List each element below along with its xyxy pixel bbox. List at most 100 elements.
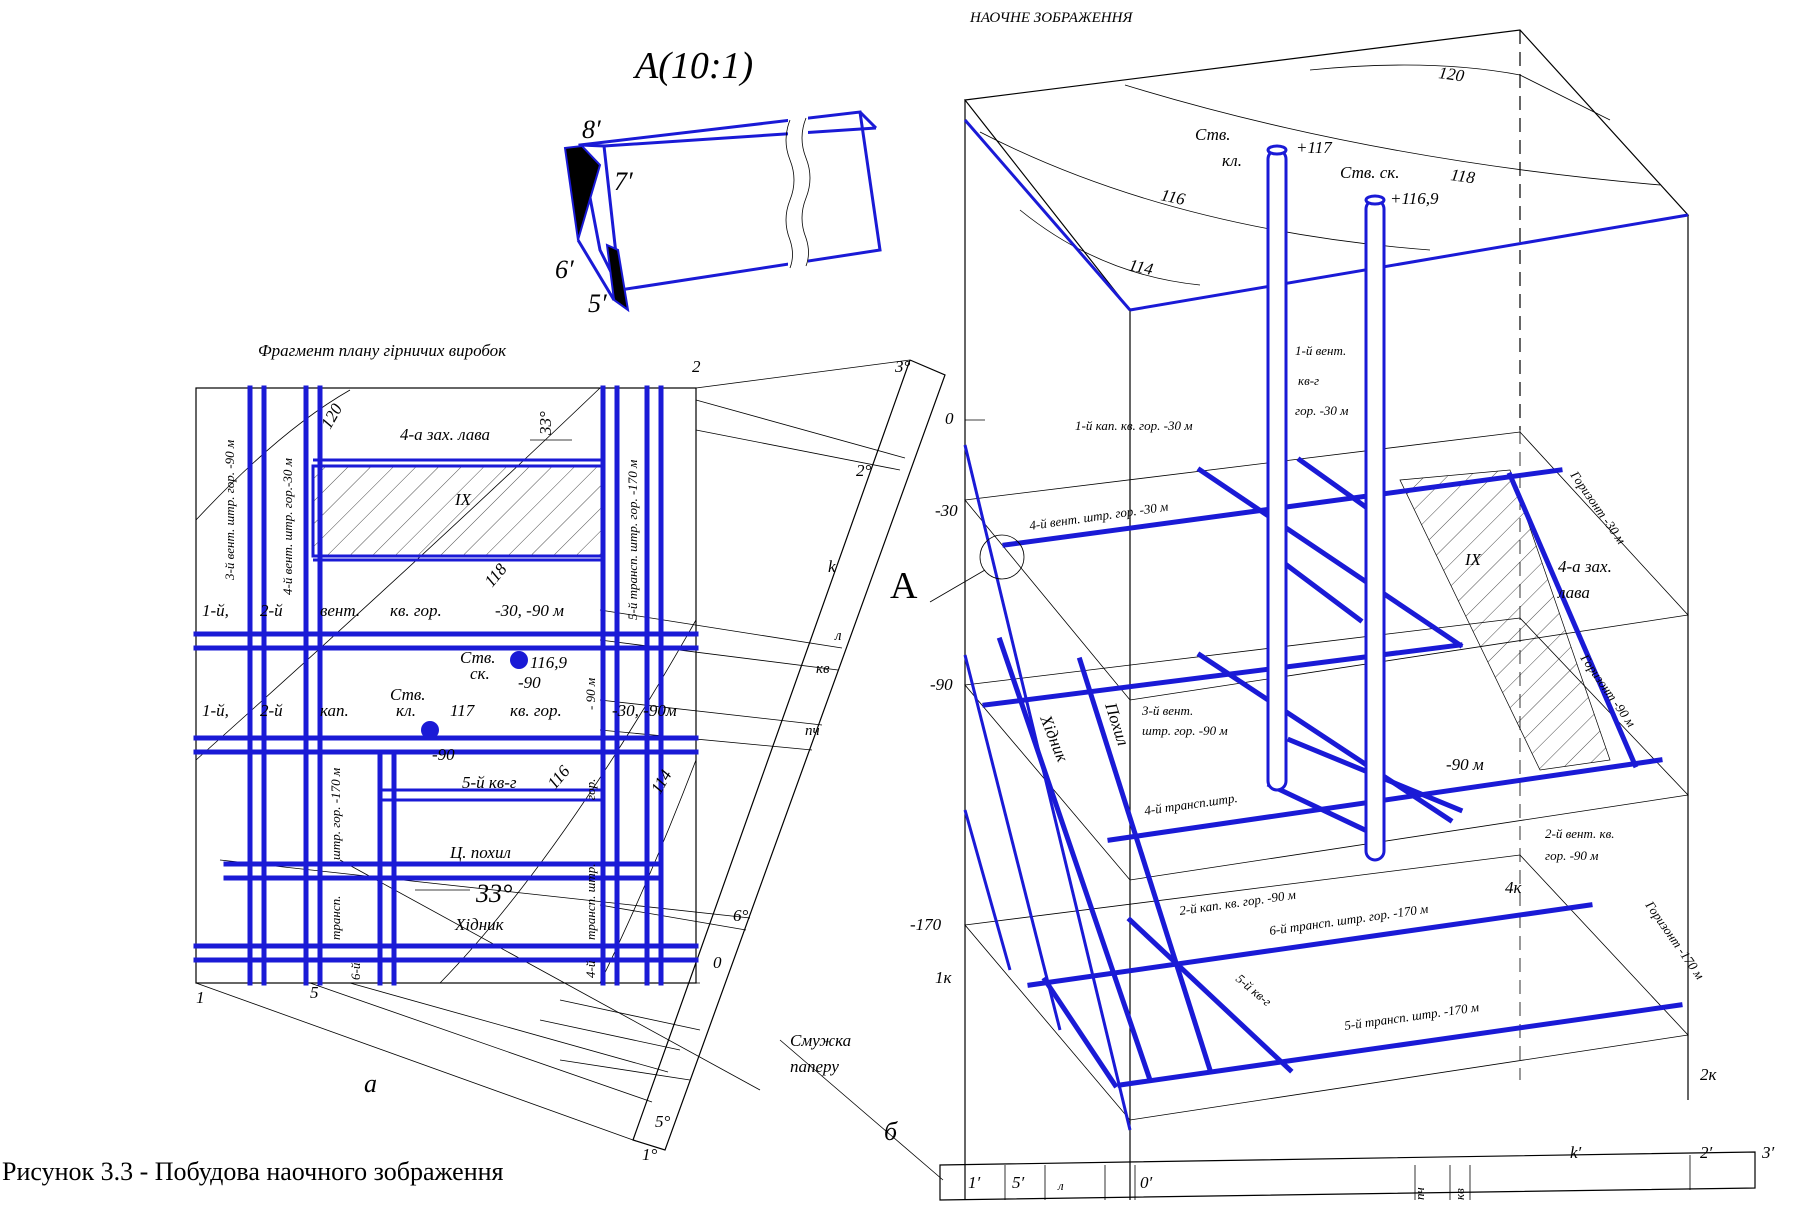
detail-pt-7: 7′ <box>614 167 633 196</box>
view-level-170: -170 <box>910 915 942 934</box>
view-box <box>963 29 1690 1200</box>
view-level-2k: 2к <box>1700 1065 1718 1084</box>
view-shaft-kl-2: кл. <box>1222 151 1242 170</box>
plan-lava: 4-а зах. лава <box>400 425 490 444</box>
plan-contour-118 <box>195 387 601 761</box>
view-strip-label-1: Смужка <box>790 1031 851 1050</box>
plan-kv5: 5-й кв-г <box>462 773 517 792</box>
detail-wedge-top <box>563 144 602 241</box>
plan-corner-1: 1 <box>196 988 205 1007</box>
view-hor170: Горизонт -170 м <box>1642 897 1708 982</box>
view-title: НАОЧНЕ ЗОБРАЖЕННЯ <box>969 10 1133 26</box>
plan-contour-120 <box>195 389 351 521</box>
view-shaft-kl-1: Ств. <box>1195 125 1231 144</box>
view-sublabel: б <box>884 1117 898 1146</box>
plan-strip-l: л <box>834 628 842 644</box>
view-strip-mark-1: 1′ <box>968 1173 981 1192</box>
plan-v-trans: трансп. <box>328 896 343 940</box>
view-contour-116-label: 116 <box>1159 185 1187 209</box>
plan-shaft-sk <box>510 651 528 669</box>
view-strip-mark-5: 5′ <box>1012 1173 1025 1192</box>
view-level-90: -90 <box>930 675 953 694</box>
plan-strip-pch: пч <box>805 723 820 739</box>
view-trans5: 5-й трансп. штр. -170 м <box>1343 999 1480 1033</box>
plan-sublabel: а <box>364 1069 377 1098</box>
view-contour-114-label: 114 <box>1127 255 1155 279</box>
view-level-0: 0 <box>945 409 954 428</box>
plan-v-mid: штр. гор. -170 м <box>328 768 343 860</box>
plan-contour-114-label: 114 <box>647 766 676 797</box>
plan-panel-ix <box>311 464 605 558</box>
view-marker-a <box>979 534 1025 580</box>
plan-v-6: 6-й <box>348 962 363 980</box>
view-contour-118-label: 118 <box>1449 165 1476 187</box>
plan-v-left1: 3-й вент. штр. гор. -90 м <box>222 440 237 581</box>
view-level-4k: 4к <box>1505 878 1523 897</box>
plan-row1-b: 2-й <box>260 601 283 620</box>
plan-row1-a: 1-й, <box>202 601 229 620</box>
plan-angle-top: 33° <box>536 411 555 436</box>
view-lava-1: 4-а зах. <box>1558 557 1612 576</box>
plan-row2-b: 2-й <box>260 701 283 720</box>
view-level-1k: 1к <box>935 968 953 987</box>
plan-shaft-sk-3: 116,9 <box>530 653 567 672</box>
plan-shaft-kl-4: -90 <box>432 745 455 764</box>
view-level-30: -30 <box>935 501 958 520</box>
view-strip-mark-l: л <box>1057 1178 1064 1193</box>
view-strip-mark-kv: кв <box>1452 1188 1467 1200</box>
plan-v-gor: гор. <box>583 779 598 800</box>
plan-paper-strip <box>632 359 946 1151</box>
view-marker-a-label: A <box>890 565 918 607</box>
plan-v-90: - 90 м <box>583 678 598 710</box>
view-horizon-170 <box>963 444 1683 1131</box>
plan-horizontal-workings <box>193 458 699 963</box>
plan-corner-2deg: 2° <box>856 461 872 480</box>
detail-pt-6: 6′ <box>555 255 574 284</box>
plan-corner-1deg: 1° <box>642 1145 658 1164</box>
plan-title: Фрагмент плану гірничих виробок <box>258 341 507 360</box>
view-vent3-2: штр. гор. -90 м <box>1142 723 1228 738</box>
view-lava-2: лава <box>1557 583 1590 602</box>
detail-block <box>578 110 882 292</box>
view-panel-label: IX <box>1464 550 1482 569</box>
plan-strip-kv: кв <box>816 661 830 677</box>
detail-pt-8: 8′ <box>582 115 601 144</box>
view-shaft-kl <box>1266 148 1288 792</box>
plan-corner-3: 3° <box>894 357 911 376</box>
view-contour-116 <box>979 131 1431 251</box>
plan-strip-k: k <box>828 557 836 576</box>
plan-corner-6deg: 6° <box>733 906 749 925</box>
view-contour-120-label: 120 <box>1437 63 1465 85</box>
plan-khidnyk: Хідник <box>454 915 505 934</box>
view-vent1-2: кв-г <box>1298 373 1319 388</box>
detail-pt-5: 5′ <box>588 289 607 318</box>
view-shaft-sk <box>1364 198 1386 862</box>
plan-shaft-sk-2: ск. <box>470 664 490 683</box>
view-kv5: 5-й кв-г <box>1233 971 1275 1009</box>
plan-v-4: 4-й <box>583 960 598 978</box>
view-vent1-3: гор. -30 м <box>1295 403 1348 418</box>
view-vent3-1: 3-й вент. <box>1141 703 1193 718</box>
plan-shaft-sk-4: -90 <box>518 673 541 692</box>
view-strip-mark-0: 0′ <box>1140 1173 1153 1192</box>
view-vent1-1: 1-й вент. <box>1295 343 1346 358</box>
view-vent2-1: 2-й вент. кв. <box>1545 826 1614 841</box>
view-shaft-sk-1: Ств. ск. <box>1340 163 1399 182</box>
plan-corner-0: 0 <box>713 953 722 972</box>
view-trans4: 4-й трансп.штр. <box>1143 790 1238 818</box>
plan-corner-5: 5 <box>310 983 319 1002</box>
view-strip-mark-3: 3′ <box>1761 1143 1775 1162</box>
view-kap1: 1-й кап. кв. гор. -30 м <box>1075 418 1193 433</box>
plan-row1-e: -30, -90 м <box>495 601 564 620</box>
plan-panel-label: IX <box>454 490 472 509</box>
plan-contour-116-label: 116 <box>544 761 574 792</box>
view-panel-ix <box>1399 469 1611 771</box>
view-strip-mark-pch: пч <box>1412 1187 1427 1200</box>
plan-fragment: Фрагмент плану гірничих виробок <box>193 341 946 1164</box>
view-strip-mark-2: 2′ <box>1700 1143 1713 1162</box>
plan-row2-c: кап. <box>320 701 349 720</box>
detail-title: A(10:1) <box>632 45 753 87</box>
view-paper-strip <box>939 1151 1756 1201</box>
plan-row2-d: кв. гор. <box>510 701 562 720</box>
plan-shaft-kl-3: 117 <box>450 701 476 720</box>
